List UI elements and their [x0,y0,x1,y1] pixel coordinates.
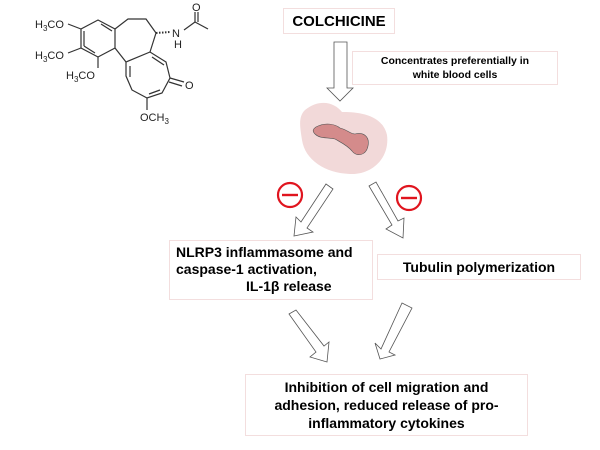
arrow-to-tubulin-icon [368,181,405,239]
title-label: COLCHICINE [292,12,386,30]
title-box: COLCHICINE [283,8,395,34]
outcome-line-3: inflammatory cytokines [308,415,465,431]
outcome-line-2: adhesion, reduced release of pro- [274,397,499,413]
arrow-down-icon [326,41,354,102]
cell-nucleus-icon [312,123,369,155]
nlrp3-line-3: IL-1β release [246,278,332,294]
nlrp3-line-1: NLRP3 inflammasome and [176,244,353,260]
nlrp3-line-2: caspase-1 activation, [176,261,317,277]
ketone-oxygen-label: O [185,80,194,92]
outcome-box: Inhibition of cell migration and adhesio… [245,374,528,436]
och3-label: OCH3 [140,112,169,126]
tubulin-pathway-box: Tubulin polymerization [377,254,581,280]
inhibition-minus-icon [276,181,304,209]
arrow-to-nlrp3-icon [293,183,334,237]
note-line-1: Concentrates preferentially in [380,55,530,67]
ome-mid-label: H3CO [35,50,64,64]
inhibition-minus-icon [395,184,423,212]
amide-oxygen-label: O [192,2,201,14]
colchicine-structure: H3CO H3CO H3CO N H O O OCH3 [35,2,209,126]
outcome-line-1: Inhibition of cell migration and [284,379,489,395]
note-box: Concentrates preferentially in white blo… [352,51,558,85]
molecule-bonds [67,12,209,110]
arrow-tubulin-to-outcome-icon [374,302,413,360]
note-line-2: white blood cells [412,69,498,81]
arrow-nlrp3-to-outcome-icon [288,309,330,363]
nlrp3-pathway-box: NLRP3 inflammasome and caspase-1 activat… [169,240,373,300]
tubulin-label: Tubulin polymerization [402,259,556,275]
ome-low-label: H3CO [66,70,95,84]
ome-top-label: H3CO [35,19,64,33]
nh-label: N [172,28,180,40]
h-label: H [174,39,182,51]
